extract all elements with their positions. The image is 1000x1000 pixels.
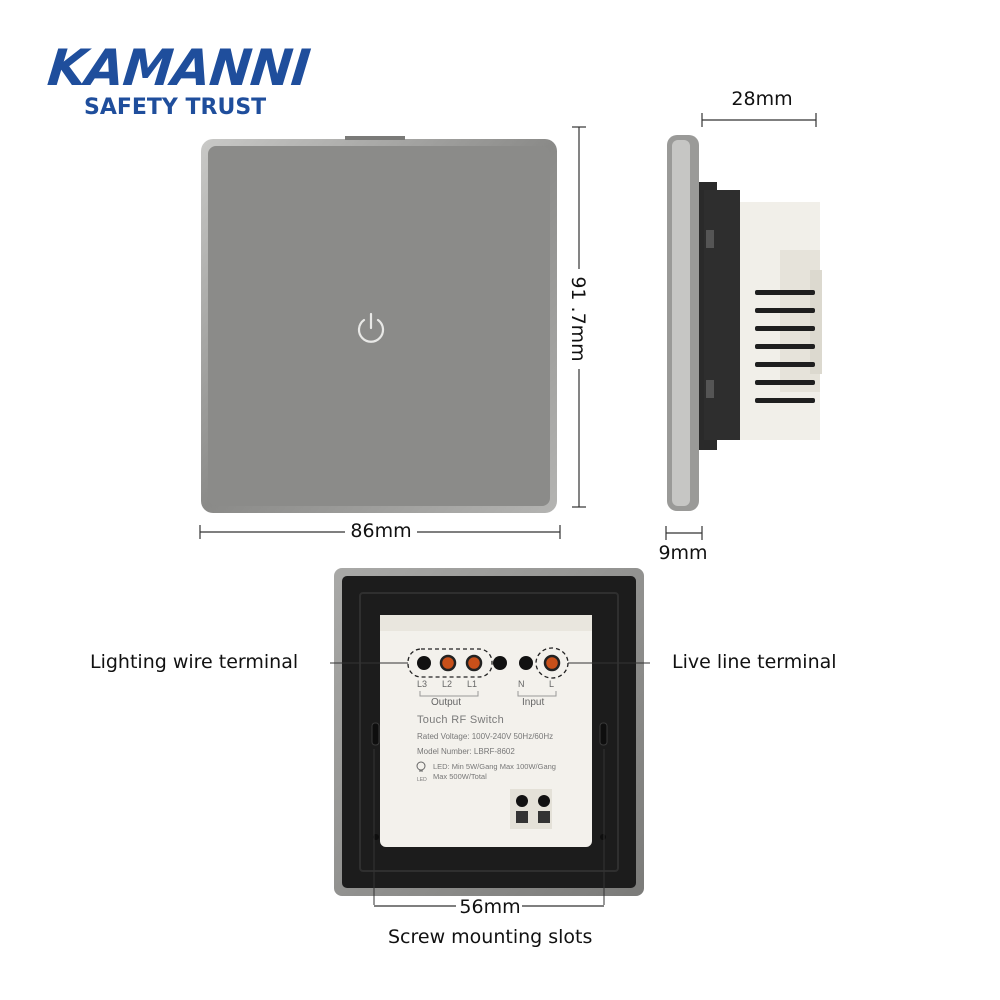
module-model-number: Model Number: LBRF-8602 bbox=[417, 747, 515, 756]
terminal-n bbox=[493, 656, 507, 670]
depth-dimension-label: 28mm bbox=[731, 88, 793, 110]
terminal-label-l: L bbox=[549, 679, 555, 689]
terminal-label-l2: L2 bbox=[442, 679, 453, 689]
terminal-l bbox=[543, 654, 561, 672]
terminal-n2 bbox=[519, 656, 533, 670]
terminal-l3 bbox=[417, 656, 431, 670]
brand-name: KAMANNI bbox=[44, 39, 313, 97]
height-dimension-label: 91 .7mm bbox=[567, 269, 589, 369]
module-rated-voltage: Rated Voltage: 100V-240V 50Hz/60Hz bbox=[417, 732, 554, 741]
power-icon[interactable] bbox=[350, 307, 392, 349]
front-glass bbox=[208, 146, 550, 506]
terminal-l2 bbox=[439, 654, 457, 672]
terminal-label-n: N bbox=[518, 679, 525, 689]
brand-logo: KAMANNI SAFETY TRUST bbox=[44, 39, 328, 120]
front-view bbox=[201, 126, 586, 513]
panel-dimension-label: 9mm bbox=[658, 542, 708, 564]
brand-tagline: SAFETY TRUST bbox=[84, 95, 267, 120]
lighting-wire-terminal-label: Lighting wire terminal bbox=[90, 651, 299, 673]
width-dimension-line bbox=[199, 520, 561, 544]
side-view bbox=[667, 113, 822, 511]
screw-mounting-slots-label: Screw mounting slots bbox=[388, 926, 593, 948]
panel-dimension-line bbox=[665, 526, 703, 540]
lighting-terminal-highlight bbox=[407, 648, 493, 678]
screw-slot-right bbox=[599, 722, 608, 746]
back-span-dimension-line bbox=[374, 896, 604, 916]
led-icon-label: LED bbox=[417, 777, 427, 783]
bulb-icon bbox=[416, 761, 426, 772]
screw-slot-left bbox=[371, 722, 380, 746]
width-dimension-label: 86mm bbox=[350, 520, 412, 542]
terminal-label-l3: L3 bbox=[417, 679, 428, 689]
module-title: Touch RF Switch bbox=[417, 714, 505, 726]
input-label: Input bbox=[522, 697, 545, 708]
module-led-line1: LED: Min 5W/Gang Max 100W/Gang bbox=[433, 762, 556, 771]
back-span-dimension-label: 56mm bbox=[459, 896, 521, 918]
output-label: Output bbox=[431, 697, 462, 708]
back-view bbox=[330, 568, 650, 905]
live-line-terminal-label: Live line terminal bbox=[672, 651, 837, 673]
module-led-line2: Max 500W/Total bbox=[433, 772, 487, 781]
terminal-label-l1: L1 bbox=[467, 679, 478, 689]
terminal-l1 bbox=[465, 654, 483, 672]
